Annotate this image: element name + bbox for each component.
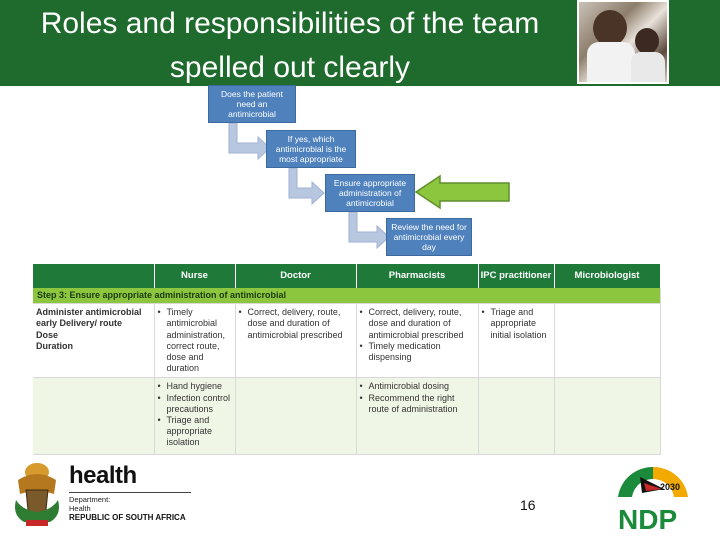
cell-microbiologist	[554, 303, 661, 379]
slide-title: Roles and responsibilities of the team s…	[0, 2, 580, 90]
row-label: Administer antimicrobial early Delivery/…	[33, 303, 155, 379]
row-label-line: Dose	[36, 329, 59, 340]
health-logo-line-1: Department:	[69, 495, 111, 504]
ndp-text: NDP	[618, 504, 677, 535]
list-item: Correct, delivery, route, dose and durat…	[360, 307, 475, 341]
connector-1	[228, 122, 271, 161]
list-item: Recommend the right route of administrat…	[360, 393, 475, 415]
flow-step-4-text: Review the need for antimicrobial every …	[391, 222, 467, 252]
page-number: 16	[520, 497, 536, 513]
list-item: Correct, delivery, route, dose and durat…	[239, 307, 353, 341]
table-row: Hand hygiene Infection control precautio…	[33, 377, 661, 456]
list-item: Triage and appropriate initial isolation	[482, 307, 551, 341]
header-microbiologist: Microbiologist	[554, 264, 661, 288]
row-label-line: Duration	[36, 340, 73, 351]
list-item: Triage and appropriate isolation	[158, 415, 232, 449]
cell-nurse: Timely antimicrobial administration, cor…	[154, 303, 236, 379]
ndp-year: 2030	[660, 482, 680, 492]
step-label: Step 3: Ensure appropriate administratio…	[33, 288, 661, 305]
header-ipc-practitioner: IPC practitioner	[478, 264, 555, 288]
flow-step-1: Does the patient need an antimicrobial	[208, 85, 296, 123]
list-item: Timely antimicrobial administration, cor…	[158, 307, 232, 374]
header-pharmacists: Pharmacists	[356, 264, 479, 288]
connector-3	[348, 211, 390, 250]
header-nurse: Nurse	[154, 264, 236, 288]
responsibilities-table: Nurse Doctor Pharmacists IPC practitione…	[33, 264, 661, 456]
flowchart-connectors	[228, 122, 510, 250]
health-logo-rule	[69, 492, 191, 493]
flow-step-4: Review the need for antimicrobial every …	[386, 218, 472, 256]
health-logo-line-3: REPUBLIC OF SOUTH AFRICA	[69, 513, 186, 522]
slide-title-line-1: Roles and responsibilities of the team	[40, 7, 540, 40]
row-label-line: Administer antimicrobial early Delivery/…	[36, 307, 142, 329]
flow-step-2: If yes, which antimicrobial is the most …	[266, 130, 356, 168]
cell-nurse: Hand hygiene Infection control precautio…	[154, 377, 236, 456]
list-item: Timely medication dispensing	[360, 341, 475, 363]
row-label	[33, 377, 155, 456]
highlight-arrow	[414, 174, 510, 210]
list-item: Antimicrobial dosing	[360, 381, 475, 392]
cell-ipc	[478, 377, 555, 456]
cell-microbiologist	[554, 377, 661, 456]
cell-ipc: Triage and appropriate initial isolation	[478, 303, 555, 379]
table-header-row: Nurse Doctor Pharmacists IPC practitione…	[33, 264, 661, 288]
list-item: Infection control precautions	[158, 393, 232, 415]
connector-2	[288, 167, 325, 206]
flow-step-3-text: Ensure appropriate administration of ant…	[333, 178, 407, 208]
cell-doctor: Correct, delivery, route, dose and durat…	[235, 303, 357, 379]
cell-doctor	[235, 377, 357, 456]
cell-pharmacists: Correct, delivery, route, dose and durat…	[356, 303, 479, 379]
cell-pharmacists: Antimicrobial dosing Recommend the right…	[356, 377, 479, 456]
slide-title-line-2: spelled out clearly	[169, 51, 411, 84]
flow-step-1-text: Does the patient need an antimicrobial	[221, 89, 283, 119]
header-photo	[577, 0, 669, 84]
flow-step-2-text: If yes, which antimicrobial is the most …	[275, 134, 347, 164]
health-logo-word: health	[69, 462, 137, 489]
header-doctor: Doctor	[235, 264, 357, 288]
table-row: Administer antimicrobial early Delivery/…	[33, 303, 661, 379]
flow-step-3: Ensure appropriate administration of ant…	[325, 174, 415, 212]
header-blank	[33, 264, 155, 288]
health-logo-line-2: Health	[69, 504, 91, 513]
ndp-2030-logo: 2030 NDP	[618, 466, 688, 535]
list-item: Hand hygiene	[158, 381, 232, 392]
step-row: Step 3: Ensure appropriate administratio…	[33, 288, 661, 305]
coat-of-arms-logo	[15, 463, 59, 526]
